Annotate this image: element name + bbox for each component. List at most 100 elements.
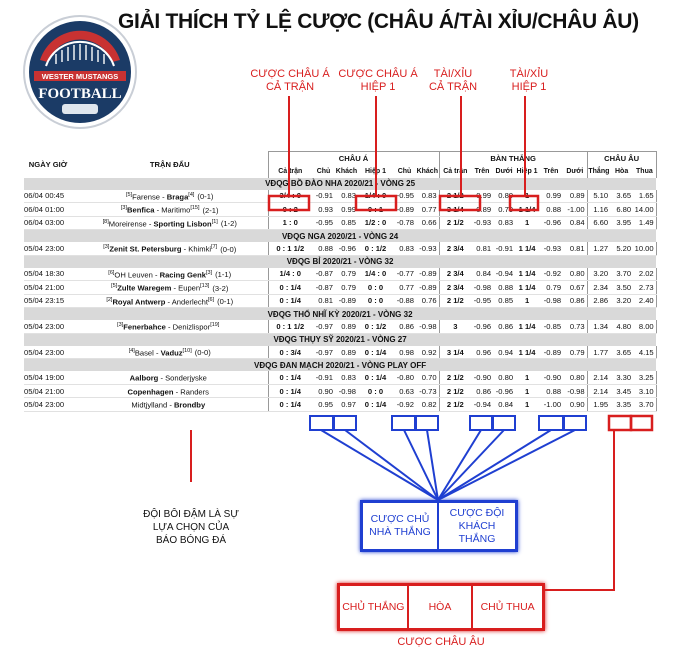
handicap-line: 1/4 : 0: [267, 267, 312, 282]
match-row: 05/04 23:00[4]Basel - Vaduz[10](0-0)0 : …: [24, 345, 657, 360]
handicap-line: 0 : 1/4: [267, 384, 312, 399]
odds-value: 0.93: [312, 202, 335, 217]
handicap-line: 0 : 0: [358, 280, 393, 295]
odds-value: 0.83: [493, 216, 516, 231]
odds-value: 1.16: [586, 202, 611, 217]
match-datetime: 05/04 23:00: [24, 242, 72, 256]
odds-value: -0.91: [312, 371, 335, 385]
odds-value: -0.98: [563, 384, 588, 399]
odds-value: 3.45: [610, 384, 634, 399]
handicap-line: 0 : 1/2: [358, 320, 393, 334]
odds-value: 0.73: [563, 320, 588, 334]
odds-value: 0.79: [539, 280, 564, 295]
highlight-asian-full: [267, 194, 311, 212]
match-teams: [5]Farense - Braga[4](0-1): [72, 189, 268, 204]
league-row: VĐQG NGA 2020/21 - VÒNG 24: [24, 229, 657, 243]
odds-value: 0.81: [312, 294, 335, 309]
odds-value: 0.67: [563, 280, 588, 295]
home-team: Moreirense: [108, 219, 147, 229]
handicap-line: 0 : 0: [358, 294, 393, 309]
header-goals: BÀN THẮNG: [438, 150, 588, 165]
league-name: VĐQG BỒ ĐÀO NHA 2020/21 - VÒNG 25: [24, 177, 657, 190]
home-team: Fenerbahce: [123, 322, 166, 332]
euro-away-win: CHỦ THUA: [473, 586, 542, 628]
odds-value: 3.50: [610, 280, 634, 295]
league-name: VĐQG NGA 2020/21 - VÒNG 24: [24, 229, 657, 243]
odds-value: 0.70: [416, 371, 440, 385]
odds-value: 0.82: [416, 397, 440, 412]
highlight-ou-half-under: [563, 415, 587, 431]
odds-value: -0.98: [471, 280, 494, 295]
handicap-line: 0 : 1/4: [267, 280, 312, 295]
odds-value: -0.87: [312, 267, 335, 282]
subheader-cell: Trên: [543, 167, 559, 175]
odds-value: 0.89: [563, 189, 588, 204]
odds-value: -0.95: [471, 294, 494, 309]
handicap-line: 1: [515, 216, 540, 231]
odds-value: 0.97: [335, 397, 358, 412]
odds-value: -0.93: [416, 242, 440, 256]
odds-value: -0.90: [539, 371, 564, 385]
handicap-line: 1 1/4: [515, 242, 540, 256]
handicap-line: 0 : 1/4: [358, 345, 393, 360]
match-row: 06/04 03:00[8]Moreirense - Sporting Lisb…: [24, 216, 657, 231]
handicap-line: 0 : 1/4: [267, 294, 312, 309]
odds-value: 0.81: [471, 242, 494, 256]
header-asian: CHÂU Á: [267, 150, 440, 165]
odds-value: 3.65: [610, 345, 634, 360]
home-rank: [3]: [120, 205, 128, 212]
match-datetime: 05/04 23:00: [24, 345, 72, 360]
odds-value: -0.78: [393, 216, 416, 231]
odds-value: 1.27: [586, 242, 611, 256]
home-rank: [2]: [106, 296, 113, 303]
odds-value: 6.80: [610, 202, 634, 217]
team-separator: -: [181, 244, 189, 254]
odds-value: 2.14: [586, 371, 611, 385]
odds-value: 0.79: [335, 280, 358, 295]
away-team: Sonderjyske: [165, 373, 207, 383]
subheader-cell: Chủ: [316, 167, 331, 175]
away-team: Randers: [180, 387, 209, 397]
odds-value: 2.34: [586, 280, 611, 295]
odds-value: 0.94: [493, 345, 516, 360]
connector-blue-7: [437, 429, 552, 501]
match-teams: [3]Benfica - Maritimo[15](2-1): [72, 202, 268, 217]
handicap-line: 0 : 1/2: [358, 242, 393, 256]
odds-value: 0.80: [563, 371, 588, 385]
odds-value: 0.86: [493, 320, 516, 334]
home-rank: [3]: [103, 244, 110, 251]
match-score: (0-1): [217, 297, 234, 307]
odds-value: 5.10: [586, 189, 611, 204]
logo-text-bottom: FOOTBALL: [38, 86, 121, 102]
odds-value: -0.96: [539, 216, 564, 231]
handicap-line: 1 : 0: [267, 216, 312, 231]
away-team: Denizlispor: [172, 322, 211, 332]
odds-value: 0.86: [471, 384, 494, 399]
league-row: VĐQG ĐAN MẠCH 2020/21 - VÒNG PLAY OFF: [24, 358, 657, 372]
handicap-line: 2 3/4: [438, 242, 472, 256]
away-rank: [10]: [182, 347, 192, 354]
odds-value: 4.80: [610, 320, 634, 334]
highlight-asian-half-home: [391, 415, 416, 431]
odds-value: 3.25: [633, 371, 657, 385]
odds-value: -0.94: [493, 267, 516, 282]
handicap-line: 1 1/4: [515, 345, 540, 360]
odds-value: 3.95: [610, 216, 634, 231]
league-name: VĐQG BỈ 2020/21 - VÒNG 32: [24, 255, 657, 268]
team-logo: WESTER MUSTANGS FOOTBALL: [23, 15, 137, 129]
match-teams: [8]Moreirense - Sporting Lisbon[1](1-2): [72, 216, 268, 231]
odds-value: 5.20: [610, 242, 634, 256]
away-team: Sporting Lisbon: [153, 219, 212, 229]
match-row: 05/04 23:00[3]Fenerbahce - Denizlispor[1…: [24, 320, 657, 334]
match-teams: [6]OH Leuven - Racing Genk[3](1-1): [72, 267, 268, 282]
odds-value: 2.14: [586, 384, 611, 399]
handicap-line: 3: [438, 320, 472, 334]
team-separator: -: [171, 283, 179, 293]
odds-value: -0.88: [393, 294, 416, 309]
away-rank: [15]: [190, 205, 200, 212]
team-separator: -: [152, 270, 160, 280]
